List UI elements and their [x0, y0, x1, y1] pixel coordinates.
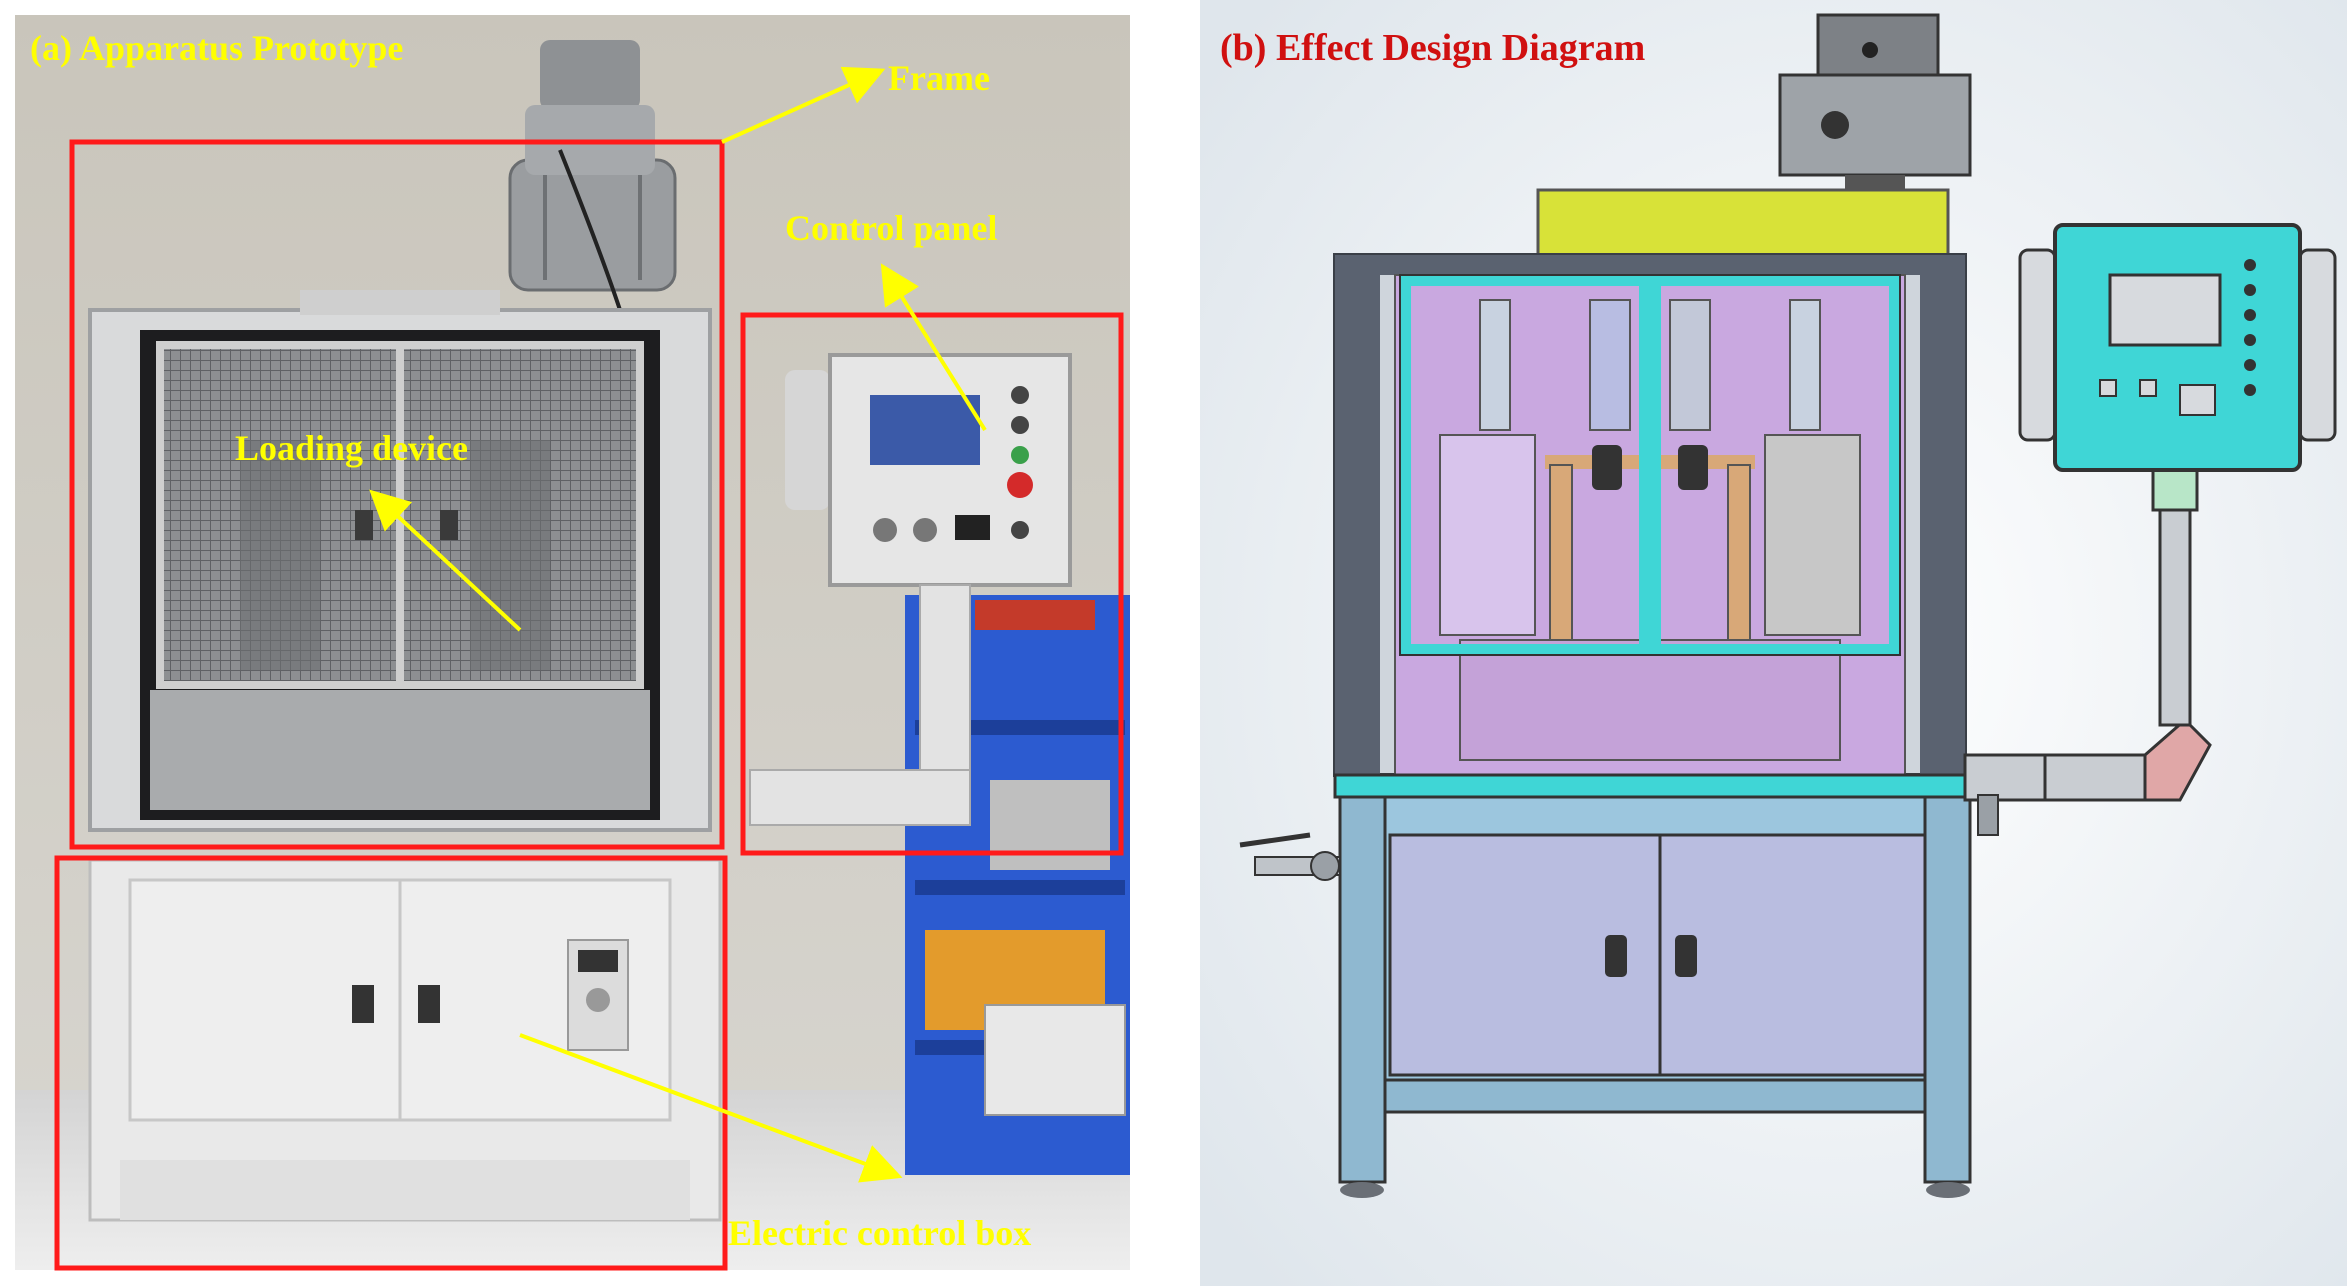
cad-control-arm: [1963, 468, 2212, 836]
panel-apparatus-prototype: (a) Apparatus Prototype Frame Control pa…: [0, 0, 1135, 1286]
arrow-control-panel: [880, 263, 987, 432]
control-panel-device: [749, 353, 1072, 826]
machine-frame: [88, 290, 712, 832]
panel-effect-design-diagram: (b) Effect Design Diagram: [1150, 0, 2347, 1286]
arrow-frame: [721, 66, 886, 144]
label-control-panel: Control panel: [785, 208, 997, 248]
electric-cabinet: [88, 858, 722, 1222]
arrow-loading-device: [369, 489, 522, 632]
cad-render: (b) Effect Design Diagram: [1200, 0, 2347, 1286]
label-frame: Frame: [888, 58, 990, 98]
prototype-photo: (a) Apparatus Prototype Frame Control pa…: [15, 15, 1130, 1271]
cad-drain-valve: [1239, 832, 1341, 881]
cad-doors: [1399, 274, 1901, 656]
panel-b-title: (b) Effect Design Diagram: [1220, 27, 1645, 69]
cad-top-cover: [1536, 188, 1950, 260]
callout-box-control-panel: [740, 312, 1124, 856]
cad-cabinet: [1338, 795, 1972, 1198]
label-electric-control-box: Electric control box: [728, 1213, 1031, 1253]
label-loading-device: Loading device: [235, 428, 468, 468]
cad-motor: [1778, 13, 1972, 190]
callout-box-electric-control-box: [54, 855, 728, 1271]
arrow-electric-control-box: [519, 1033, 903, 1183]
panel-a-title: (a) Apparatus Prototype: [30, 28, 403, 68]
control-screen: [870, 395, 980, 465]
cad-table-top: [1333, 773, 1977, 799]
callout-box-frame: [69, 139, 725, 850]
cad-control-panel: [2018, 223, 2337, 472]
